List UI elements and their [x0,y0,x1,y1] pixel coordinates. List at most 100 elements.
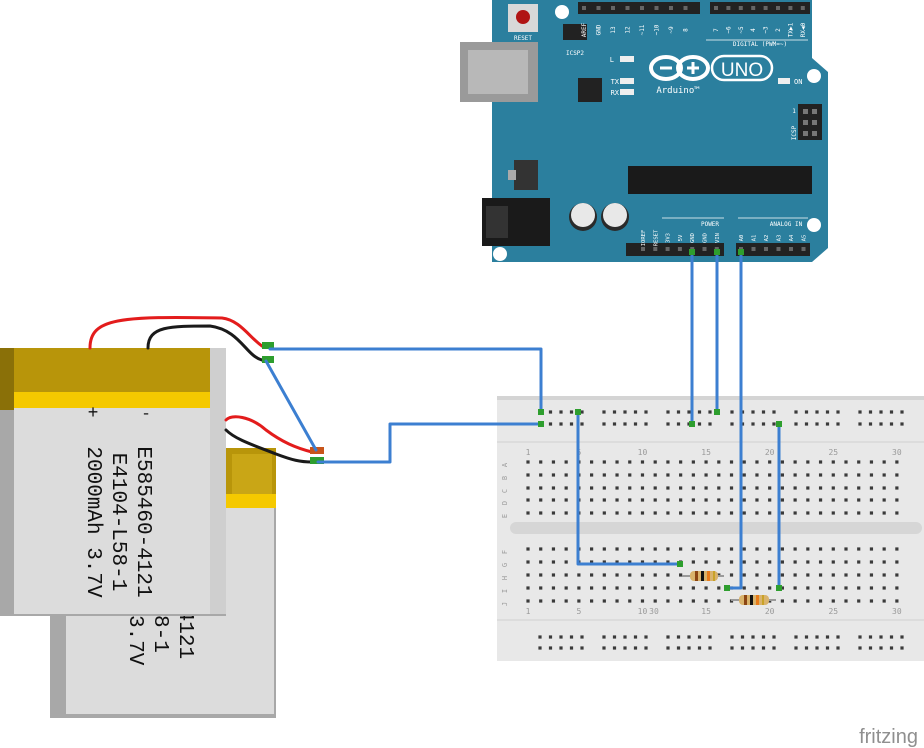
digital-label: DIGITAL (PWM=~) [733,41,787,48]
pin-label: GND [596,24,603,35]
breadboard-hole [666,635,670,639]
breadboard-hole [755,498,759,502]
breadboard-hole [526,560,530,564]
breadboard-hole [551,560,556,564]
breadboard-hole [538,646,542,650]
breadboard-hole [628,560,632,564]
breadboard-hole [539,573,543,577]
icsp-pin [803,131,808,136]
header-pin [654,6,659,10]
column-number: 10 [638,607,648,616]
breadboard-hole [806,560,810,564]
uno-text: UNO [721,60,763,81]
breadboard-hole [569,422,574,426]
breadboard-hole [559,646,563,650]
power-label: POWER [701,221,719,228]
breadboard-hole [602,498,606,502]
breadboard-hole [806,586,810,590]
breadboard-hole [590,560,594,564]
breadboard-hole [740,646,745,650]
pin-label: RESET [653,229,659,246]
breadboard-hole [793,486,797,490]
breadboard-hole [761,422,766,426]
breadboard-hole [794,635,798,639]
breadboard-hole [869,486,874,490]
breadboard-hole [768,547,772,551]
header-pin [702,247,707,251]
breadboard-hole [831,573,835,577]
breadboard-hole [755,460,759,464]
breadboard-hole [564,498,568,502]
breadboard-hole [679,473,683,477]
breadboard-hole [526,599,530,603]
breadboard-hole [793,586,797,590]
breadboard-hole [844,573,848,577]
breadboard-hole [564,599,568,603]
pin-label: 12 [625,26,632,34]
breadboard-hole [539,511,543,515]
header-pin [596,6,601,10]
breadboard-hole [818,599,823,603]
breadboard-hole [704,460,708,464]
breadboard-hole [869,560,874,564]
breadboard-hole [879,635,883,639]
breadboard-hole [551,573,556,577]
breadboard-hole [644,646,648,650]
breadboard-hole [831,586,835,590]
breadboard-hole [831,547,835,551]
breadboard-hole [742,498,746,502]
resistor-1 [682,571,724,581]
breadboard-hole [857,560,861,564]
header-pin [582,6,586,10]
header-pin [776,247,781,251]
breadboard-hole [729,486,734,490]
breadboard-hole [623,635,627,639]
breadboard-hole [653,460,657,464]
breadboard-hole [691,486,695,490]
header-pin [726,6,731,10]
breadboard-hole [526,460,530,464]
breadboard-hole [612,410,617,414]
breadboard-hole [602,547,606,551]
breadboard-hole [628,486,632,490]
led-tx-label: TX [611,78,620,86]
breadboard-hole [844,547,848,551]
breadboard-hole [844,498,848,502]
header-pin [665,247,670,251]
breadboard-hole [628,460,632,464]
breadboard-hole [564,486,568,490]
row-letter: J [501,602,509,606]
breadboard-hole [615,599,619,603]
breadboard-hole [640,511,645,515]
breadboard-hole [666,486,670,490]
breadboard-hole [844,586,848,590]
column-number: 15 [701,607,711,616]
breadboard-hole [628,586,632,590]
breadboard-hole [806,473,810,477]
breadboard-hole [858,646,862,650]
breadboard-hole [717,498,721,502]
breadboard-hole [539,486,543,490]
breadboard-hole [623,410,627,414]
breadboard-hole [666,460,670,464]
breadboard-hole [857,547,861,551]
pin-label: IOREF [641,230,647,247]
pin-label: 4 [750,28,757,32]
breadboard-hole [612,635,617,639]
breadboard-hole [895,498,899,502]
breadboard-hole [858,410,862,414]
breadboard-hole [836,646,840,650]
breadboard-hole [590,486,594,490]
breadboard-hole [882,586,886,590]
arduino-logo: UNO Arduino™ [649,54,774,96]
breadboard-hole [548,635,553,639]
header-pin [800,6,805,10]
breadboard-hole [708,422,712,426]
breadboard-hole [895,473,899,477]
breadboard-hole [836,635,840,639]
digital-header-right [710,2,810,14]
breadboard-hole [539,599,543,603]
breadboard-hole [679,573,683,577]
breadboard-hole [676,635,681,639]
